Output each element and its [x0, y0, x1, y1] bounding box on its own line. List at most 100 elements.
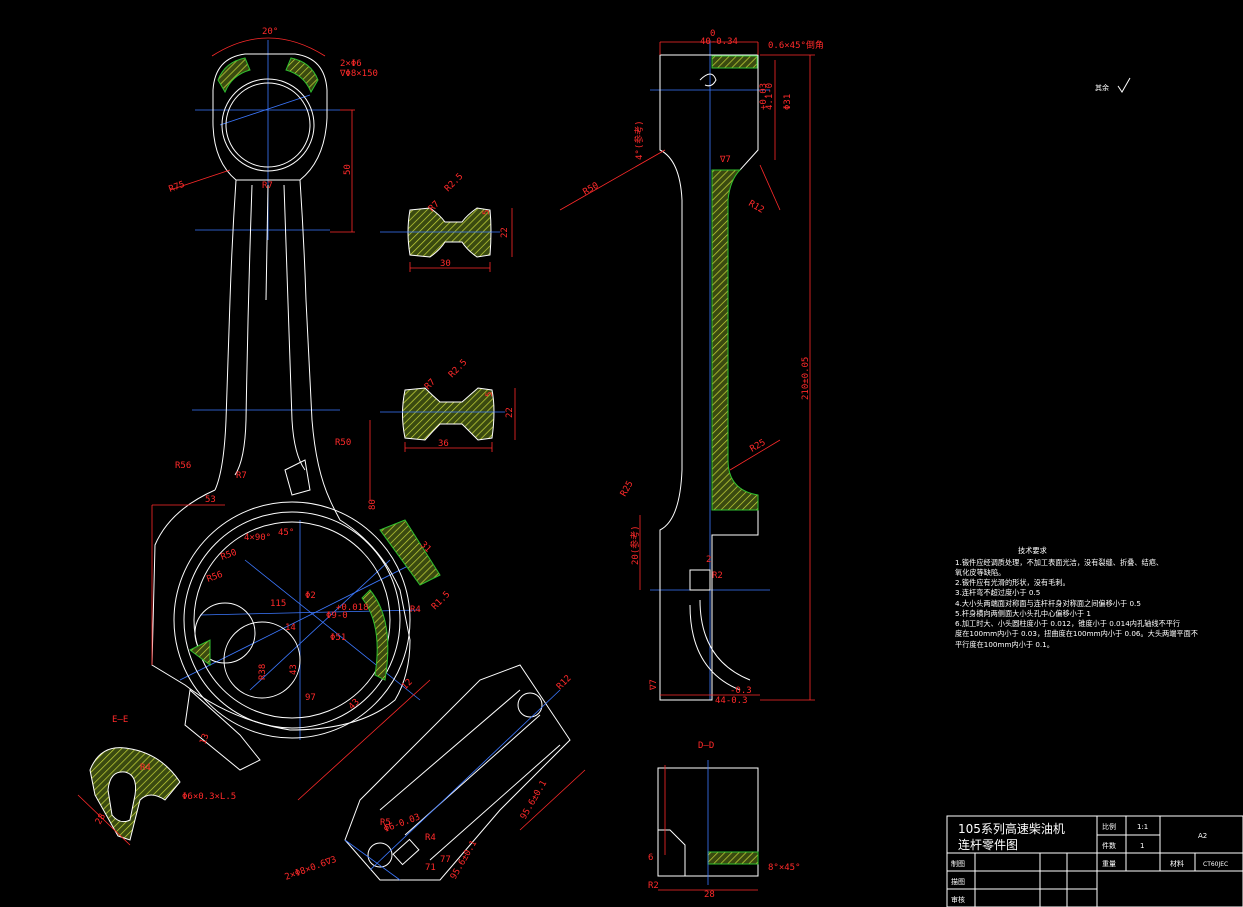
side-texts: 0 40-0.34 0.6×45°倒角 +0.03 4.1-0 Φ31 4°(参…: [582, 29, 824, 706]
dim-53: 53: [205, 495, 216, 505]
sec-lower-height: 22: [505, 407, 515, 418]
front-dimension-texts: 20° 2×Φ6 ∇Φ8×150 50 R75 R7 R56 R50 R7 53…: [168, 27, 574, 828]
cap-dim-77: 77: [440, 855, 451, 865]
side-dim-r25b: R25: [619, 479, 636, 498]
detail-e-hole: [107, 771, 136, 823]
dim-phi51: Φ51: [330, 633, 346, 643]
dim-13: 13: [198, 732, 211, 746]
title-block: 105系列高速柴油机 连杆零件图 比例 1:1 件数 1 A2 重量 材料 CT…: [946, 815, 1243, 907]
big-end-bore: [193, 521, 391, 719]
detail-e-texts: E—E R4 28 Φ6×0.3×L.5: [94, 715, 236, 827]
big-end-hatch: [361, 589, 389, 681]
shank-inner-left: [234, 184, 253, 476]
sec-upper-height: 22: [500, 227, 510, 238]
dim-phi9: Φ9-0: [326, 611, 348, 621]
section-lower: [380, 387, 505, 441]
section-d-texts: D—D 6 28 R2 8°×45°: [648, 741, 801, 900]
bolt-boss: [184, 689, 261, 771]
scale-label: 比例: [1102, 822, 1116, 831]
tech-req-line: 6.加工时大、小头圆柱度小于 0.012，锥度小于 0.014内孔轴线不平行: [955, 619, 1180, 628]
tech-req-title: 技术要求: [1018, 546, 1047, 555]
dim-r38: R38: [258, 664, 268, 680]
front-view: [151, 40, 441, 771]
small-end-bore-inner: [225, 82, 311, 168]
side-dim-44tol: -0.3: [730, 686, 752, 696]
sheet-code: A2: [1198, 832, 1207, 840]
section-d-28: 28: [704, 890, 715, 900]
shank-inner-right: [283, 184, 306, 471]
tech-req-line: 2.锻件应有光滑的形状，没有毛刺。: [955, 578, 1070, 587]
side-dim-rough: ∇7: [719, 155, 731, 165]
cap-dim-len: 95.6±0.1: [519, 779, 549, 822]
detail-e-note: Φ6×0.3×L.5: [182, 792, 236, 802]
big-end-outline: [151, 489, 411, 731]
dim-angle-15: 4×90°: [244, 533, 271, 543]
detail-e: [89, 747, 181, 841]
tech-req-line: 度在100mm内小于 0.03，扭曲度在100mm内小于 0.06。大头两端平面…: [955, 629, 1198, 638]
small-end-hatch-right: [285, 57, 319, 94]
section-d-hatch: [707, 851, 759, 865]
dim-phi-a: Φ2: [305, 591, 316, 601]
side-oil-hole: [699, 73, 717, 87]
side-web-hatch: [711, 169, 759, 511]
dim-r50b: R50: [220, 548, 239, 563]
dim-r75: R75: [168, 180, 187, 195]
side-dim-htol2: 4.1-0: [765, 83, 775, 110]
sec-lower-width: 36: [438, 439, 449, 449]
big-end-hatch-3: [189, 639, 211, 666]
side-dim-44: 44-0.3: [715, 696, 748, 706]
dim-tol: +0.018: [336, 603, 369, 613]
cap-bolt-note: 2×Φ8×0.6∇3: [284, 855, 338, 883]
cap-dim-71: 71: [425, 863, 436, 873]
section-d-notch: [658, 829, 686, 876]
big-end-bore-3: [173, 501, 411, 739]
section-d: [657, 760, 759, 885]
side-bottom-arc: [689, 604, 741, 691]
side-dim-angle: 4°(参考): [633, 120, 645, 160]
section-lower-shape: [402, 387, 495, 441]
sec-lower-web: 5: [485, 392, 495, 397]
small-end-outline: [212, 53, 328, 181]
side-dim-total: 210±0.05: [801, 357, 811, 400]
sec-lower-r25: R2.5: [447, 358, 469, 380]
roughness-note: 其余: [1095, 77, 1131, 93]
shank-rib: [265, 184, 269, 301]
bolt-hole-a: [194, 602, 256, 664]
roughness-label: 其余: [1095, 83, 1109, 92]
review-label: 审核: [951, 895, 965, 904]
tech-req-line: 3.连杆弯不超过度小于 0.5: [955, 588, 1040, 597]
big-end-bore-2: [183, 511, 401, 729]
dim-97: 97: [305, 693, 316, 703]
tech-req-line: 氧化皮等缺陷。: [955, 568, 1005, 577]
dim-r7b: R7: [236, 471, 247, 481]
side-dim-phi: Φ31: [783, 94, 793, 110]
section-lower-texts: R2.5 R7 36 22 5: [423, 358, 515, 449]
sec-upper-r25: R2.5: [443, 172, 465, 194]
side-outline: [659, 54, 759, 701]
dim-top-note-2: ∇Φ8×150: [339, 69, 378, 79]
cap-dim-len2: 95.6±0.1: [449, 839, 479, 882]
detail-e-label: E—E: [112, 715, 128, 725]
dim-r56b: R56: [206, 570, 225, 585]
cap-hole-2: [367, 842, 393, 868]
dim-80: 80: [368, 499, 378, 510]
dim-43: 43: [289, 664, 299, 675]
check-label: 描图: [951, 877, 965, 886]
small-end-hatch-left: [217, 57, 251, 94]
dim-r12: R12: [555, 674, 574, 693]
tech-req-line: 平行度在100mm内小于 0.1。: [955, 640, 1054, 649]
dim-angle-20: 20°: [262, 27, 278, 37]
cap-dim-r4: R4: [425, 833, 436, 843]
bolt-hole-b: [223, 621, 301, 699]
side-dim-r50: R50: [582, 181, 601, 198]
cap-edge-1: [379, 689, 521, 811]
side-bottom-arc-2: [699, 599, 751, 681]
material-value: CT60JEC: [1203, 861, 1228, 868]
dim-r56: R56: [175, 461, 191, 471]
dim-r5: R5: [380, 818, 391, 828]
cap-view: [344, 664, 571, 881]
dim-top-note-1: 2×Φ6: [340, 59, 362, 69]
drawn-label: 制图: [951, 859, 965, 868]
section-d-chamfer: 8°×45°: [768, 863, 801, 873]
cap-dim-hole: Φ6-0.03: [383, 812, 422, 834]
